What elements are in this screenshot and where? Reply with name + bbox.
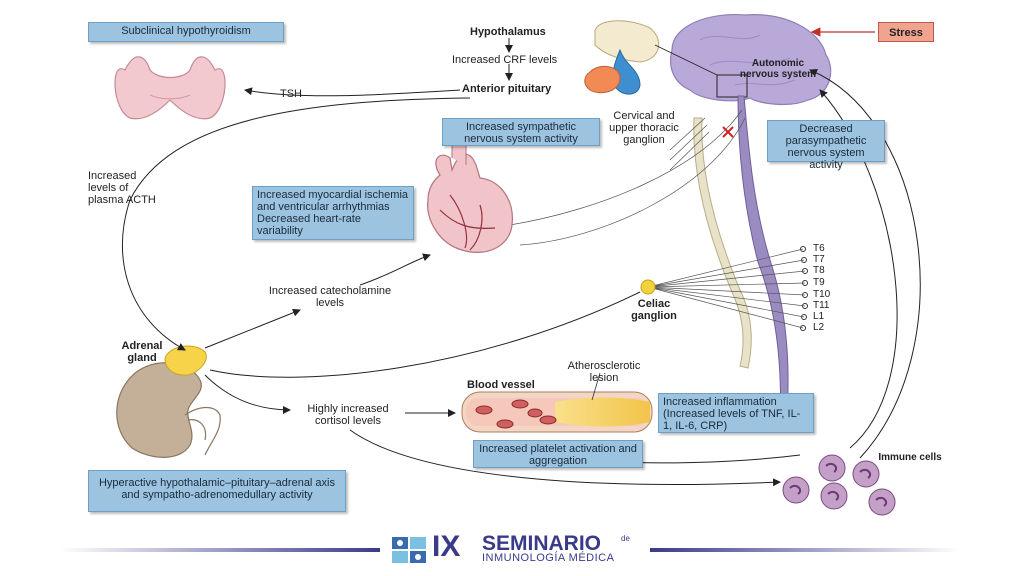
pathway-arrows — [122, 38, 921, 487]
catecholamine-label: Increased catecholamine levels — [268, 285, 392, 309]
footer-subtitle: INMUNOLOGÍA MÉDICA — [482, 552, 615, 564]
thyroid-illustration — [114, 56, 226, 120]
spinal-level-dots — [800, 246, 808, 331]
spinal-level-t6: T6 — [813, 243, 825, 254]
tsh-label: TSH — [280, 88, 302, 100]
sympathetic-activity-box: Increased sympathetic nervous system act… — [442, 118, 600, 146]
footer-bar-left — [60, 548, 380, 552]
parasympathetic-block-mark — [722, 126, 734, 138]
stress-box: Stress — [878, 22, 934, 42]
heart-illustration — [427, 136, 513, 253]
anterior-pituitary-label: Anterior pituitary — [462, 83, 552, 95]
myocardial-ischemia-box: Increased myocardial ischemia and ventri… — [252, 186, 414, 240]
crf-label: Increased CRF levels — [452, 54, 558, 66]
autonomic-label: Autonomic nervous system — [739, 58, 817, 80]
spinal-level-t11: T11 — [813, 300, 830, 311]
spinal-level-l2: L2 — [813, 322, 825, 333]
cortisol-label: Highly increased cortisol levels — [307, 403, 389, 427]
zoom-indicator — [716, 74, 748, 98]
blood-vessel-label: Blood vessel — [467, 379, 535, 391]
inflammation-box: Increased inflammation (Increased levels… — [658, 393, 814, 433]
pituitary-illustration — [584, 20, 660, 95]
subclinical-hypothyroidism-box: Subclinical hypothyroidism — [88, 22, 284, 42]
spinal-level-l1: L1 — [813, 311, 825, 322]
spinal-level-t9: T9 — [813, 277, 825, 288]
cervical-lines — [509, 109, 746, 246]
footer-de: de — [621, 534, 630, 543]
immune-cells-label: Immune cells — [878, 452, 942, 463]
spinal-level-t10: T10 — [813, 289, 831, 300]
blood-vessel-illustration — [461, 372, 653, 433]
hypothalamus-label: Hypothalamus — [470, 26, 546, 38]
celiac-ganglion-node — [640, 279, 656, 295]
seminario-logo-icon — [392, 537, 428, 563]
cervical-ganglion-label: Cervical and upper thoracic ganglion — [609, 110, 679, 146]
immune-cells-illustration — [782, 454, 896, 516]
acth-label: Increased levels of plasma ACTH — [88, 170, 156, 206]
kidney-adrenal-illustration — [116, 345, 221, 458]
celiac-fan — [647, 248, 806, 329]
adrenal-gland-label: Adrenal gland — [121, 340, 163, 364]
footer-seminario: SEMINARIO — [482, 532, 602, 555]
parasympathetic-activity-box: Decreased parasympathetic nervous system… — [767, 120, 885, 171]
celiac-ganglion-label: Celiac ganglion — [631, 298, 677, 322]
spinal-level-t7: T7 — [813, 254, 825, 265]
footer-roman-numeral: IX — [432, 530, 461, 563]
hpa-axis-box: Hyperactive hypothalamic–pituitary–adren… — [88, 470, 346, 512]
platelet-activation-box: Increased platelet activation and aggreg… — [473, 440, 643, 468]
atherosclerotic-label: Atherosclerotic lesion — [567, 360, 641, 384]
spinal-level-t8: T8 — [813, 265, 825, 276]
footer-bar-right — [650, 548, 960, 552]
